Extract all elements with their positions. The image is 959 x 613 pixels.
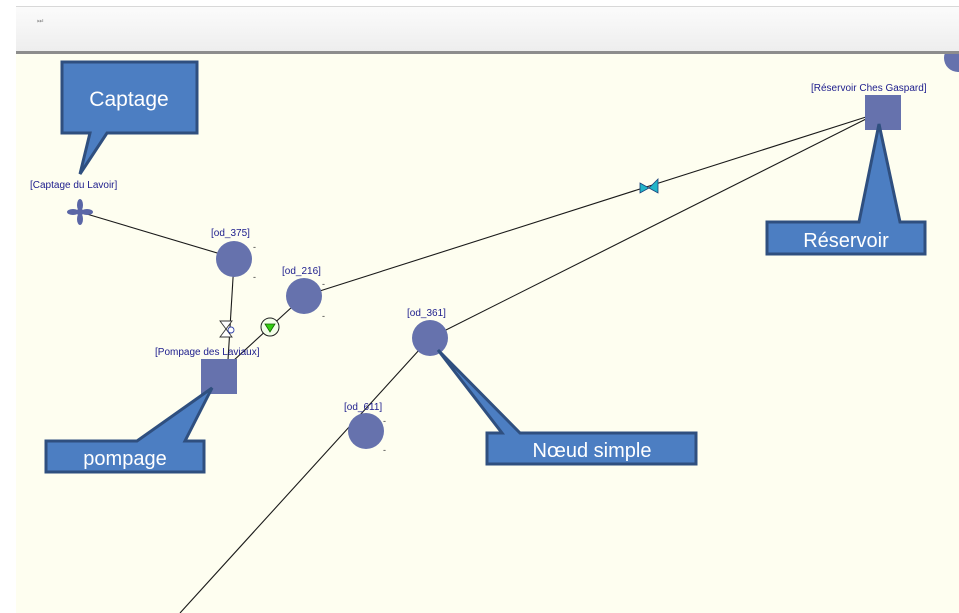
label-od-611: [od_611] — [344, 402, 382, 413]
node-od-611[interactable] — [348, 413, 384, 449]
mark-od-216-a: - — [322, 279, 325, 289]
pipe-od216-reservoir[interactable] — [303, 116, 867, 297]
pump-marker-icon[interactable] — [260, 317, 280, 337]
node-od-361[interactable] — [412, 320, 448, 356]
canvas-background — [16, 54, 959, 613]
callout-reservoir-text: Réservoir — [803, 230, 889, 252]
pipe-od361-reservoir[interactable] — [429, 118, 867, 339]
callout-captage-text: Captage — [89, 88, 168, 111]
node-od-216[interactable] — [286, 278, 322, 314]
pompage-square[interactable] — [201, 359, 237, 394]
pipe-od361-down[interactable] — [179, 337, 431, 613]
label-od-216: [od_216] — [282, 266, 321, 277]
mark-od-216-b: - — [322, 311, 325, 321]
label-od-375: [od_375] — [211, 228, 250, 239]
captage-star-icon[interactable] — [67, 199, 93, 225]
callout-noeud-simple: Nœud simple — [436, 348, 698, 466]
mark-od-375-a: - — [253, 242, 256, 252]
skip-end-icon[interactable]: ⏭ — [37, 18, 43, 25]
label-reservoir: [Réservoir Ches Gaspard] — [811, 83, 927, 94]
mark-od-611-b: - — [383, 445, 386, 455]
callout-pompage: pompage — [44, 386, 214, 474]
node-od-375[interactable] — [216, 241, 252, 277]
mark-od-611-a: - — [383, 416, 386, 426]
pipe-od375-pompage[interactable] — [227, 261, 235, 361]
callout-noeud-text: Nœud simple — [533, 440, 652, 462]
label-captage: [Captage du Lavoir] — [30, 180, 118, 191]
callout-reservoir: Réservoir — [765, 123, 927, 256]
pipe-captage-od375[interactable] — [79, 211, 235, 259]
pompage-valve-icon[interactable] — [219, 320, 235, 338]
label-pompage: [Pompage des Laviaux] — [155, 347, 260, 358]
toolbar: ⏭ — [16, 6, 959, 54]
mark-od-375-b: - — [253, 272, 256, 282]
callout-pompage-text: pompage — [83, 448, 166, 470]
label-od-361: [od_361] — [407, 308, 446, 319]
callout-captage: Captage — [60, 60, 199, 175]
valve-icon[interactable] — [639, 178, 659, 194]
reservoir-square[interactable] — [865, 95, 901, 130]
